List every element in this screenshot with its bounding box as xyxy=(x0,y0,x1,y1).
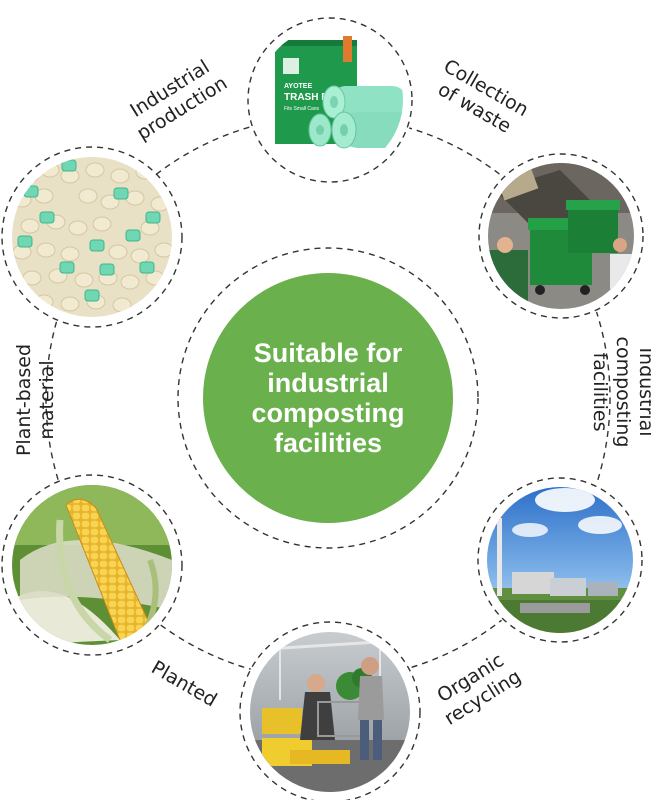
center-line-3: composting xyxy=(252,398,405,428)
label-industrial-composting: Industrial composting facilities xyxy=(589,337,651,448)
label-industrial-production: Industrial production xyxy=(126,56,231,145)
label-planted: Planted xyxy=(147,657,220,712)
waste-bin-photo xyxy=(478,153,644,319)
label-organic-recycling: Organic recycling xyxy=(433,649,525,730)
label-industrial-composting-line-1: Industrial xyxy=(635,347,651,436)
label-planted-line-1: Planted xyxy=(147,657,220,712)
center-title: Suitable for industrial composting facil… xyxy=(252,338,405,458)
label-plant-based: Plant-based material xyxy=(13,344,58,456)
label-plant-based-line-2: material xyxy=(36,360,58,439)
center-line-2: industrial xyxy=(267,368,389,398)
center-circle xyxy=(203,273,453,523)
pellets-photo xyxy=(1,146,183,328)
recycling-plant-photo xyxy=(477,477,643,643)
label-collection: Collection of waste xyxy=(434,55,532,138)
trash-bag-box-photo: AYOTEE TRASH BAGS Fits Small Cans xyxy=(247,17,413,183)
center-line-4: facilities xyxy=(274,428,382,458)
product-tagline: Fits Small Cans xyxy=(284,106,320,112)
product-name: TRASH BAGS xyxy=(284,92,350,103)
label-plant-based-line-1: Plant-based xyxy=(13,344,35,456)
corn-photo xyxy=(1,474,183,656)
greenhouse-photo xyxy=(239,621,421,800)
inner-ring xyxy=(177,247,479,549)
label-industrial-composting-line-3: facilities xyxy=(589,353,611,432)
center-line-1: Suitable for xyxy=(254,338,403,368)
label-industrial-composting-line-2: composting xyxy=(612,337,634,448)
product-brand: AYOTEE xyxy=(284,83,312,90)
